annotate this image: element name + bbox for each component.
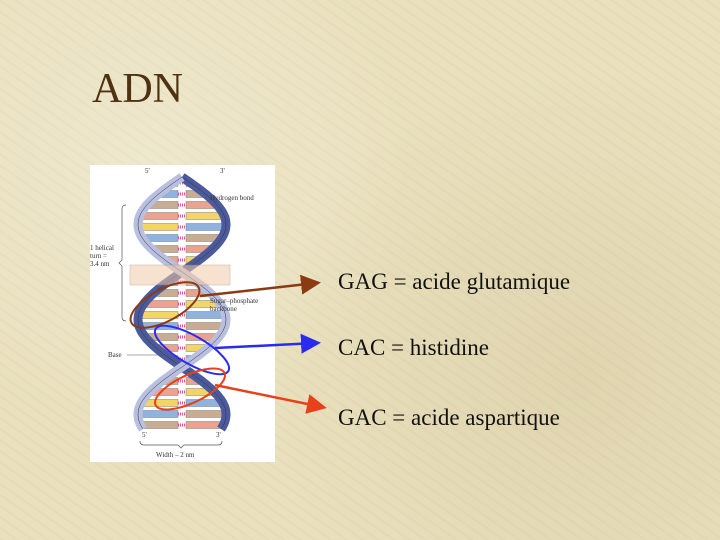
label-backbone-1: Sugar–phosphate: [210, 297, 258, 305]
label-backbone-2: backbone: [210, 305, 237, 313]
dna-helix-drawing: 5' 3' Hydrogen bond 1 helical turn = 3.4…: [90, 167, 258, 459]
label-hydrogen-bond: Hydrogen bond: [210, 194, 254, 202]
highlight-box: [129, 264, 231, 286]
label-helical-turn-3: 3.4 nm: [90, 260, 110, 268]
label-3-bottom: 3': [216, 431, 221, 439]
codon-gag-label: GAG = acide glutamique: [338, 269, 571, 294]
codon-cac-label: CAC = histidine: [338, 335, 489, 360]
strand-outline-back: [137, 176, 227, 430]
label-5-top: 5': [145, 167, 150, 175]
label-base: Base: [108, 351, 122, 359]
gac-ellipse: [154, 367, 226, 411]
codon-gac-label: GAC = acide aspartique: [338, 405, 560, 430]
label-helical-turn-1: 1 helical: [90, 244, 114, 252]
strand-outline-front: [137, 176, 227, 430]
gac-arrow: [214, 383, 327, 414]
slide-title: ADN: [92, 66, 183, 112]
width-bracket: [139, 440, 223, 449]
cac-ellipse: [153, 324, 231, 376]
label-3-top: 3': [220, 167, 225, 175]
label-5-bottom: 5': [142, 431, 147, 439]
label-helical-turn-2: turn =: [90, 252, 107, 260]
cac-arrow: [214, 333, 321, 354]
gag-arrow: [199, 274, 321, 298]
gag-ellipse: [129, 281, 201, 329]
label-width: Width – 2 nm: [156, 451, 195, 459]
helical-turn-bracket: [118, 204, 127, 322]
